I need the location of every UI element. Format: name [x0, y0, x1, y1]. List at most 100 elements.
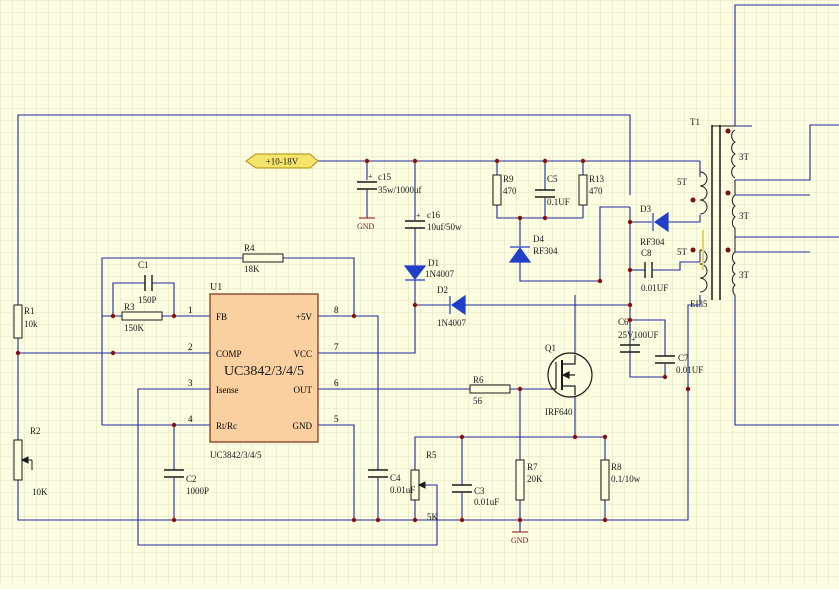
- label-gnd-2: GND: [511, 536, 529, 545]
- label-r1-value: 10k: [24, 319, 38, 329]
- ic-footer: UC3842/3/4/5: [210, 450, 262, 460]
- label-c8: C8: [641, 248, 652, 258]
- junction-dot: [375, 517, 381, 523]
- label-c7: C7: [678, 353, 689, 363]
- junction-dot: [627, 219, 633, 225]
- label-c16-value: 10uf/50w: [427, 222, 462, 232]
- label-c6-value: 25V100UF: [618, 330, 659, 340]
- junction-dot: [15, 350, 21, 356]
- ic-pin-num-2: 2: [188, 342, 193, 352]
- wire-r5-wiper: [425, 484, 438, 500]
- ic-pin-name-fb: FB: [216, 312, 227, 322]
- polarity-marks: + + +: [368, 172, 636, 344]
- junction-dot: [627, 317, 633, 323]
- junction-dot: [110, 350, 116, 356]
- ic-pin-name-comp: COMP: [216, 349, 242, 359]
- t1-secondary-2: [731, 194, 736, 229]
- label-r8: R8: [611, 462, 622, 472]
- label-c16: c16: [427, 210, 440, 220]
- ic-pin-name-rtrc: Rt/Rc: [216, 421, 237, 431]
- ic-pin-num-8: 8: [334, 305, 339, 315]
- ic-ref: U1: [210, 282, 222, 293]
- wire-r4: [101, 257, 243, 425]
- label-d4-value: RF304: [533, 246, 558, 256]
- capacitors: [144, 181, 675, 493]
- capacitor-c15: [357, 181, 377, 190]
- label-r13-value: 470: [589, 186, 603, 196]
- label-d3-value: RF304: [640, 237, 665, 247]
- winding-dot: [690, 247, 696, 253]
- label-c5-value: 0.1UF: [547, 197, 570, 207]
- capacitor-c4: [368, 469, 388, 478]
- junction-dot: [602, 434, 608, 440]
- c15-plus: +: [368, 172, 373, 181]
- resistor-r7: [515, 459, 525, 501]
- t1-secondary-3: [731, 251, 736, 296]
- label-q1: Q1: [545, 343, 556, 353]
- pot-arrows: [20, 456, 426, 489]
- resistor-r2: [13, 439, 23, 481]
- junction-dot: [627, 267, 633, 273]
- wire-primary-down: [605, 295, 701, 521]
- wire-r5-top: [414, 436, 605, 470]
- capacitor-c8: [644, 262, 653, 278]
- ic-pin-num-3: 3: [188, 378, 193, 388]
- label-c1-value: 150P: [138, 295, 157, 305]
- wire-5v: [318, 315, 379, 470]
- label-winding-3t-a: 3T: [739, 152, 750, 162]
- label-r7-value: 20K: [527, 474, 543, 484]
- junction-dot: [171, 517, 177, 523]
- junction-dot: [580, 158, 586, 164]
- label-c1: C1: [138, 260, 149, 270]
- label-c3: C3: [474, 486, 485, 496]
- power-port-shape: [245, 153, 319, 169]
- wire-r9-bot: [496, 205, 583, 219]
- wire-top-loop: [17, 114, 631, 307]
- label-c15-value: 35w/1000uf: [378, 185, 422, 195]
- junctions: [15, 158, 691, 523]
- junction-dot: [602, 517, 608, 523]
- ic-pin-name-vcc: VCC: [293, 349, 312, 359]
- capacitor-c2: [164, 469, 184, 478]
- junction-dot: [542, 158, 548, 164]
- capacitor-c16: [405, 220, 425, 229]
- resistor-r4: [242, 253, 284, 263]
- ic-pin-num-7: 7: [334, 342, 339, 352]
- diode-d1: [403, 265, 427, 281]
- label-d4: D4: [533, 234, 544, 244]
- label-d3: D3: [640, 204, 651, 214]
- ic-pin-num-5: 5: [334, 414, 339, 424]
- resistors: [13, 174, 610, 501]
- resistor-r9: [492, 174, 502, 206]
- winding-dots: [690, 128, 731, 253]
- wire-c6-bot: [629, 355, 665, 378]
- label-r6-value: 56: [473, 396, 483, 406]
- label-winding-3t-b: 3T: [739, 211, 750, 221]
- label-r3: R3: [124, 302, 135, 312]
- label-r9: R9: [503, 174, 514, 184]
- diode-d3: [652, 211, 669, 233]
- power-port-label: +10-18V: [266, 157, 299, 167]
- label-c2-value: 1000P: [186, 486, 209, 496]
- label-r1: R1: [24, 306, 35, 316]
- ic-pin-num-6: 6: [334, 378, 339, 388]
- winding-dot: [690, 197, 696, 203]
- wire-c8-right: [652, 261, 700, 271]
- junction-dot: [171, 422, 177, 428]
- label-winding-3t-c: 3T: [739, 270, 750, 280]
- label-r8-value: 0.1/10w: [611, 474, 641, 484]
- label-r4: R4: [244, 243, 255, 253]
- r5-wiper-arrow: [417, 481, 426, 489]
- label-c3-value: 0.01uF: [474, 497, 499, 507]
- wire-t1-sec2: [735, 124, 839, 181]
- wire-gnd-pin: [318, 424, 355, 520]
- winding-dot: [725, 247, 731, 253]
- winding-dot: [725, 128, 731, 134]
- junction-dot: [494, 158, 500, 164]
- label-q1-value: IRF640: [545, 407, 573, 417]
- capacitor-c6: [620, 344, 640, 353]
- ic-name: UC3842/3/4/5: [224, 364, 304, 379]
- ic-pin-name-isense: Isense: [216, 385, 239, 395]
- power-port: +10-18V: [245, 153, 319, 169]
